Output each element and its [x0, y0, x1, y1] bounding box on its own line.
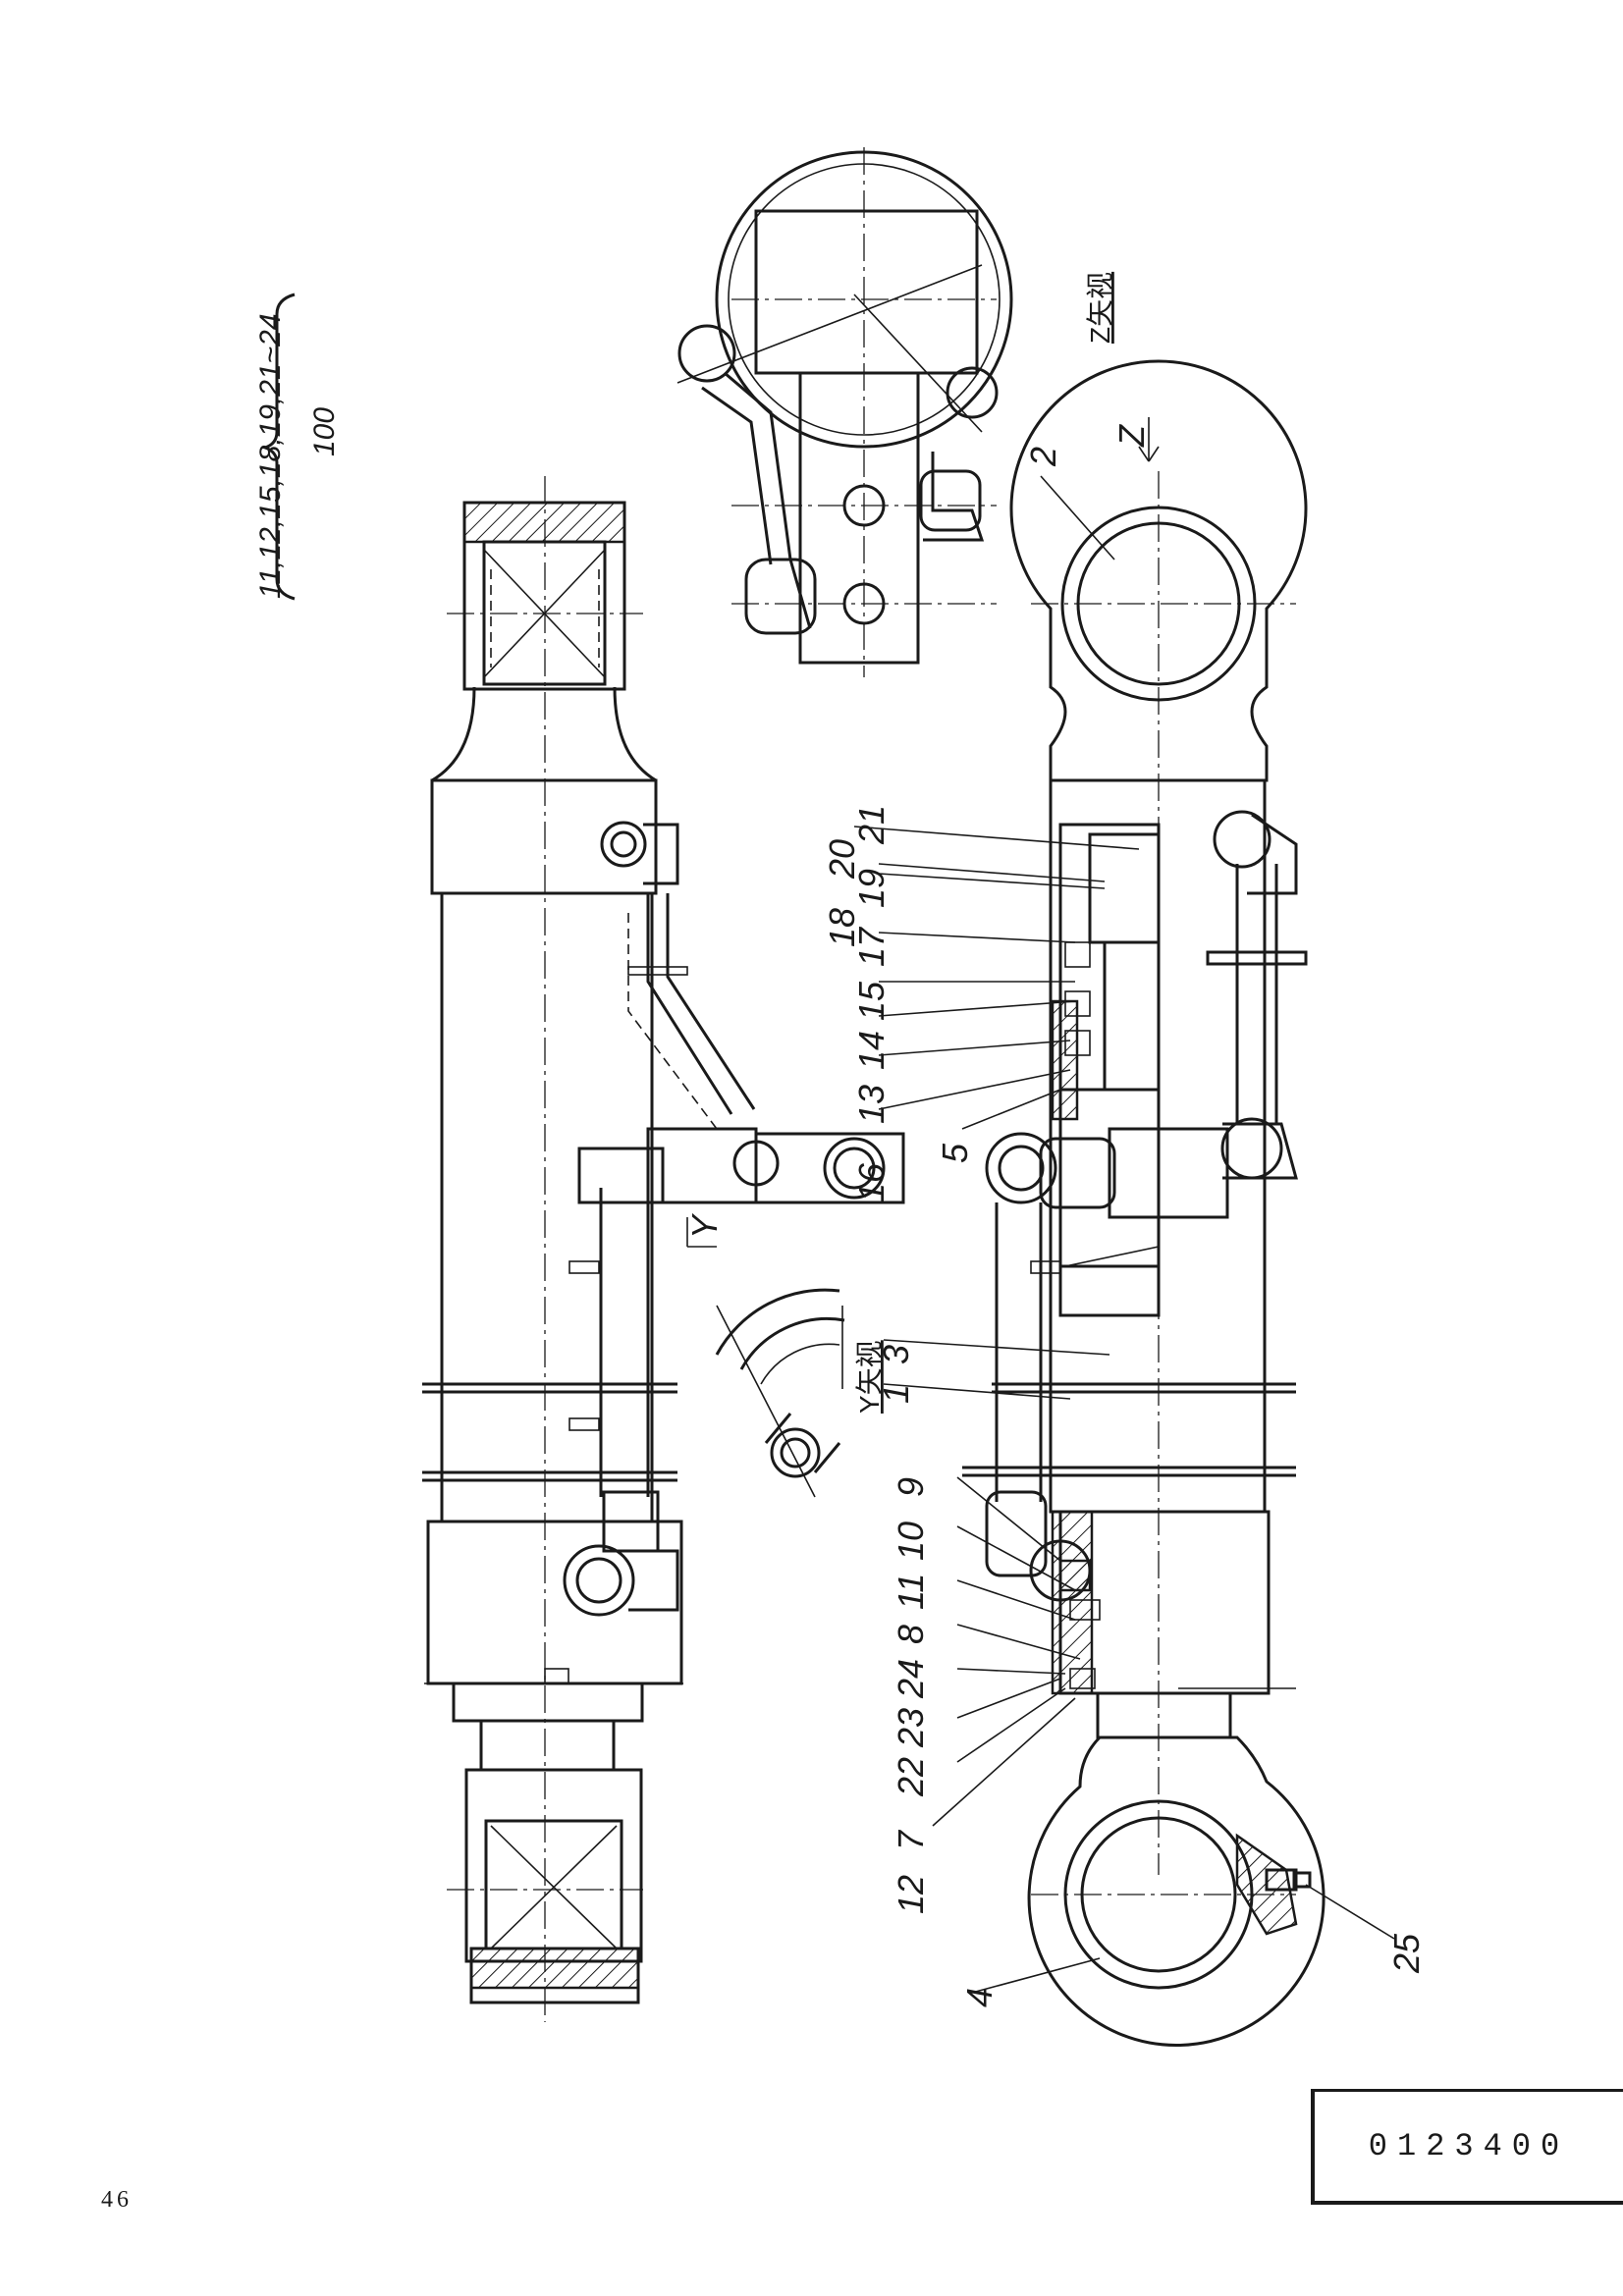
rotated-labels: 11,12,15,18,19,21~24 100 Z矢视 Y矢视 Z Y 2 1…: [254, 272, 1427, 2007]
part-label-20: 20: [822, 839, 862, 880]
part-label-8: 8: [891, 1625, 931, 1644]
part-label-5: 5: [935, 1143, 975, 1163]
part-label-22: 22: [891, 1757, 931, 1797]
left-cylinder-view: [422, 476, 905, 2022]
part-label-17: 17: [851, 926, 892, 967]
part-label-9: 9: [891, 1477, 931, 1497]
part-label-16: 16: [851, 1162, 892, 1202]
part-label-12: 12: [891, 1875, 931, 1914]
drawing-number: 0123400: [1368, 2128, 1570, 2164]
part-label-13: 13: [851, 1085, 892, 1124]
y-view-drawing: [715, 1288, 845, 1498]
part-label-10: 10: [891, 1522, 931, 1561]
z-arrow-label: Z: [1111, 424, 1152, 448]
part-label-7: 7: [891, 1829, 931, 1850]
part-label-21: 21: [851, 805, 892, 845]
leader-lines: [260, 293, 1395, 1994]
z-view-drawing: [676, 147, 1013, 677]
part-label-14: 14: [851, 1031, 892, 1070]
note-items-text: 11,12,15,18,19,21~24: [254, 313, 287, 599]
part-label-11: 11: [891, 1574, 931, 1610]
part-label-4: 4: [959, 1988, 1000, 2007]
part-label-15: 15: [851, 981, 892, 1021]
part-label-3: 3: [876, 1345, 916, 1364]
right-cylinder-section: [962, 359, 1325, 2048]
part-label-18: 18: [822, 908, 862, 947]
part-label-19: 19: [851, 869, 892, 908]
part-label-25: 25: [1386, 1933, 1427, 1974]
part-label-2: 2: [1023, 447, 1063, 467]
z-view-label: Z矢视: [1085, 272, 1115, 344]
part-label-24: 24: [891, 1659, 931, 1699]
y-arrow-label: Y: [684, 1212, 725, 1239]
y-view-label: Y矢视: [854, 1340, 885, 1414]
part-label-1: 1: [876, 1384, 916, 1404]
drawing-number-box: 0123400: [1311, 2089, 1623, 2205]
part-label-23: 23: [891, 1708, 931, 1748]
page-number: 46: [101, 2187, 133, 2213]
note-quantity-text: 100: [308, 407, 341, 456]
